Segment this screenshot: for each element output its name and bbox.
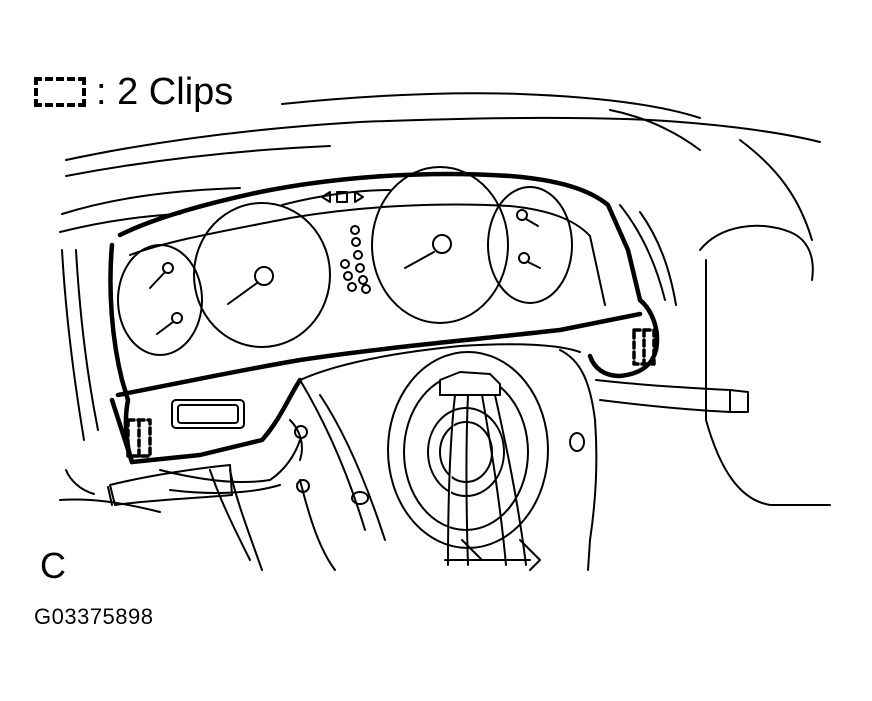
cluster-hood: [108, 171, 660, 465]
clock-spring: [387, 351, 549, 549]
left-lever: [107, 464, 233, 506]
tachometer-gauge: [193, 202, 331, 348]
clip-left: [126, 418, 152, 458]
figure-id: G03375898: [34, 604, 154, 629]
view-label: C: [40, 545, 66, 586]
left-small-gauges: [117, 244, 203, 356]
dashed-clip-box-icon: [34, 77, 86, 107]
right-small-gauges: [487, 186, 573, 304]
wiring-harness: [444, 394, 541, 571]
right-side-contours: [619, 139, 831, 506]
clip-right: [632, 328, 656, 366]
speedometer-gauge: [371, 166, 509, 324]
dashboard-top-contours: [59, 92, 821, 233]
steering-column: [289, 349, 598, 571]
warning-light-cluster: [281, 189, 391, 294]
left-panel-lines: [59, 249, 161, 513]
right-lever: [595, 379, 749, 413]
legend: : 2 Clips: [34, 70, 233, 114]
column-cover: [159, 343, 581, 571]
cluster-face-outline: [129, 203, 606, 306]
legend-text: : 2 Clips: [96, 70, 234, 113]
